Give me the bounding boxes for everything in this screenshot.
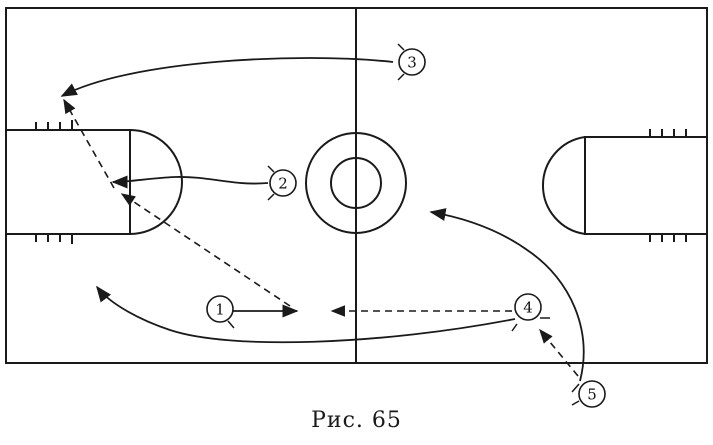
right-lane-marks bbox=[649, 129, 687, 242]
player-4-label: 4 bbox=[523, 299, 533, 317]
left-free-throw-lane bbox=[6, 129, 131, 235]
player-3-label: 3 bbox=[407, 54, 417, 72]
pass-5-to-4 bbox=[539, 328, 579, 377]
left-lane-marks bbox=[35, 120, 73, 244]
player-1-label: 1 bbox=[215, 301, 225, 319]
player-2: 2 bbox=[267, 165, 297, 201]
player-5-label: 5 bbox=[587, 386, 597, 404]
pass-2-to-3 bbox=[63, 98, 115, 189]
path-player-4-cut bbox=[96, 285, 516, 344]
player-5: 5 bbox=[571, 380, 606, 408]
right-free-throw-circle bbox=[541, 136, 586, 235]
pass-1-to-2 bbox=[120, 193, 291, 307]
right-free-throw-lane bbox=[584, 136, 707, 235]
player-1: 1 bbox=[206, 295, 235, 329]
player-2-label: 2 bbox=[278, 175, 288, 193]
center-circle-outer bbox=[305, 132, 407, 234]
path-player-3-cut bbox=[60, 57, 394, 97]
left-free-throw-circle bbox=[129, 129, 183, 235]
center-circle-inner bbox=[330, 157, 382, 209]
path-player-2-cut bbox=[111, 175, 269, 189]
player-4: 4 bbox=[511, 293, 550, 332]
player-3: 3 bbox=[397, 43, 426, 81]
figure-caption: Рис. 65 bbox=[311, 408, 402, 433]
path-player-5-cut bbox=[429, 208, 585, 382]
